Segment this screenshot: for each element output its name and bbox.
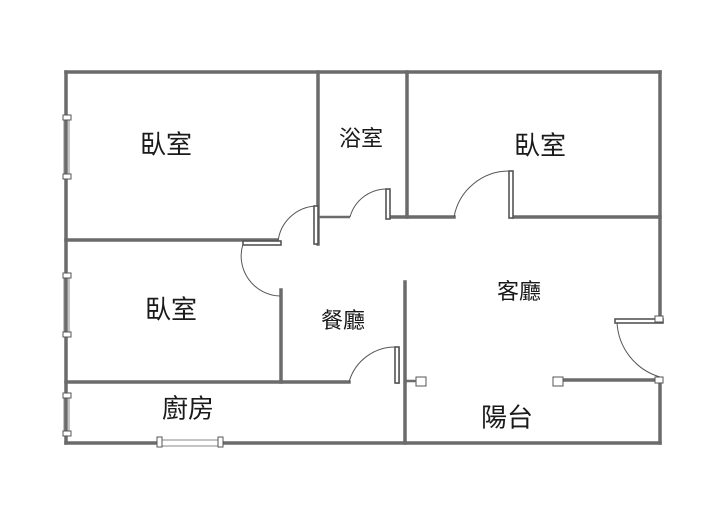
slider-right-marker bbox=[552, 376, 564, 387]
window-bottom-kitchen bbox=[156, 436, 224, 448]
slider-left-marker bbox=[405, 376, 427, 387]
door-bedroom-2 bbox=[453, 170, 514, 219]
door-bedroom-1 bbox=[277, 205, 319, 245]
door-balcony bbox=[614, 315, 664, 384]
window-left-middle bbox=[62, 272, 72, 338]
door-bedroom-3 bbox=[240, 240, 282, 297]
room-label-bedroom-3: 臥室 bbox=[145, 296, 197, 326]
room-label-balcony: 陽台 bbox=[481, 404, 533, 434]
window-left-lower bbox=[62, 392, 72, 437]
room-label-bedroom-2: 臥室 bbox=[514, 132, 566, 162]
room-label-kitchen: 廚房 bbox=[162, 395, 214, 425]
room-label-bathroom: 浴室 bbox=[339, 127, 383, 152]
room-label-living-room: 客廳 bbox=[497, 280, 541, 305]
interior-walls bbox=[64, 70, 662, 445]
door-kitchen bbox=[348, 346, 400, 384]
room-label-dining-room: 餐廳 bbox=[321, 309, 365, 334]
door-bathroom bbox=[349, 188, 391, 220]
window-left-upper bbox=[62, 114, 72, 180]
room-label-bedroom-1: 臥室 bbox=[140, 131, 192, 161]
